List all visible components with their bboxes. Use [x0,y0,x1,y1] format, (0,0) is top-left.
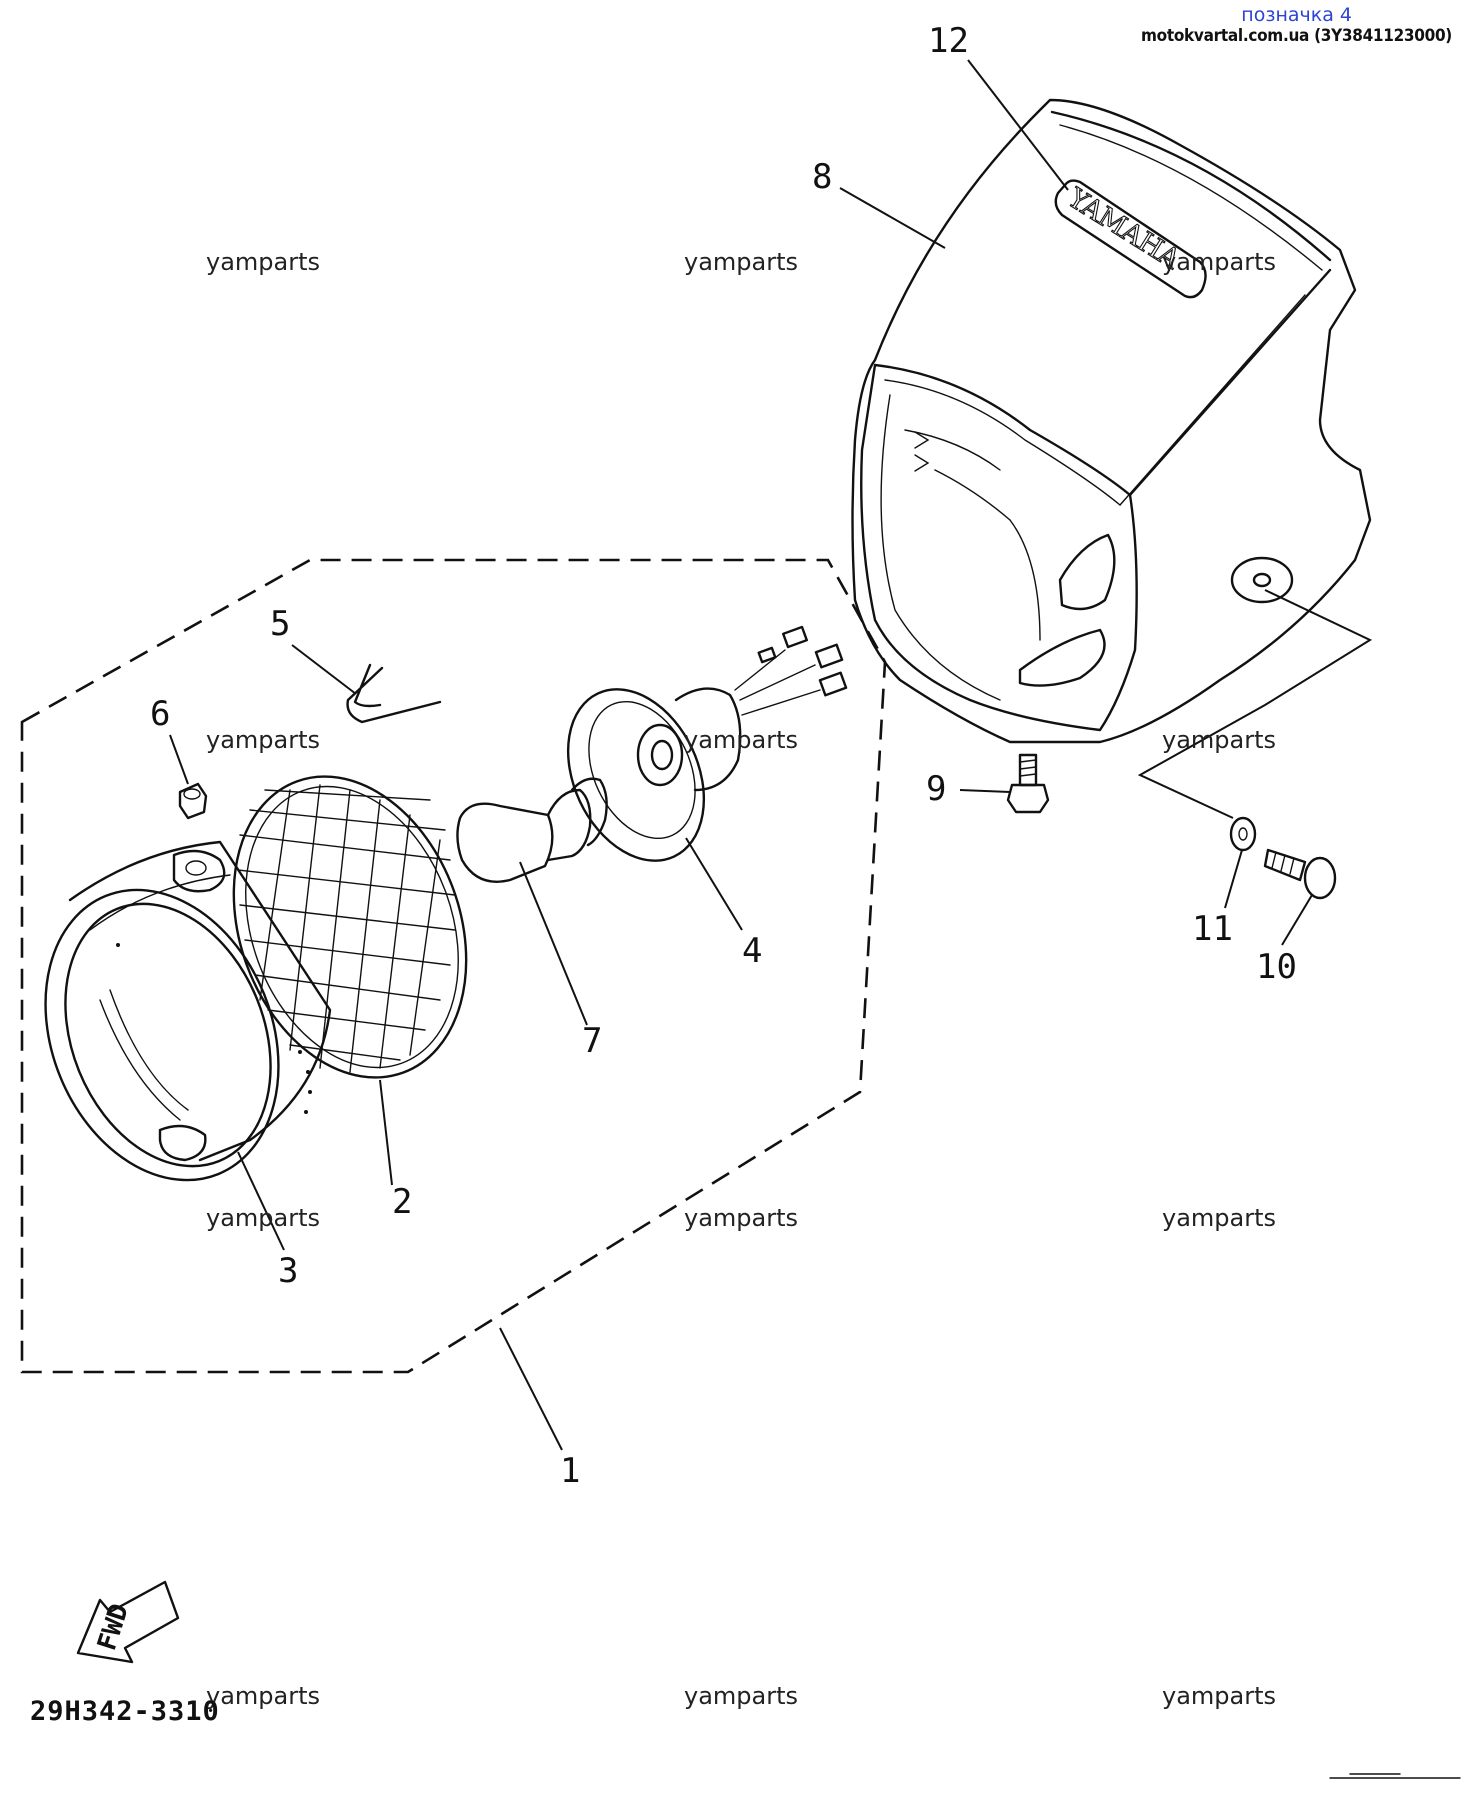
callout-1: 1 [560,1451,580,1491]
watermark: yamparts [1162,726,1276,754]
watermark: yamparts [206,726,320,754]
headlight-cowl-part-8: YAMAHA [851,98,1372,744]
watermark: yamparts [206,1204,320,1232]
headlight-rim-part-3 [44,840,332,1182]
watermark: yamparts [1162,1682,1276,1710]
callout-5: 5 [270,604,290,644]
watermark: yamparts [206,248,320,276]
watermark: yamparts [684,1204,798,1232]
watermarks: yamparts yamparts yamparts yamparts yamp… [206,248,1276,1710]
headlight-lens-part-2 [232,775,468,1079]
forward-direction-arrow: FWD [76,1580,180,1664]
callout-7: 7 [582,1021,602,1061]
edge-mark [1329,1773,1461,1779]
washer-part-11 [1229,816,1257,852]
watermark: yamparts [684,1682,798,1710]
watermark: yamparts [684,726,798,754]
headlight-bulb-part-7 [456,777,608,883]
leader-lines [169,59,1373,1451]
screw-part-10 [1263,848,1337,900]
callout-8: 8 [812,157,832,197]
watermark: yamparts [206,1682,320,1710]
callout-10: 10 [1256,947,1297,987]
callout-numbers: 1 2 3 4 5 6 7 8 9 10 11 12 [150,21,1297,1491]
callout-12: 12 [928,21,969,61]
diagram-code: 29H342-3310 [30,1696,220,1727]
yamaha-emblem-part-12: YAMAHA [1054,179,1207,299]
spring-clip-part-5 [346,663,442,724]
assembly-boundary [20,558,887,1374]
callout-9: 9 [926,769,946,809]
nut-part-6 [178,782,208,820]
callout-4: 4 [742,931,762,971]
callout-2: 2 [392,1182,412,1222]
callout-3: 3 [278,1251,298,1291]
watermark: yamparts [684,248,798,276]
watermark: yamparts [1162,1204,1276,1232]
bolt-part-9 [1006,753,1050,814]
diagram-marker-label: позначка 4 [1241,4,1352,26]
watermark: yamparts [1162,248,1276,276]
callout-11: 11 [1192,909,1233,949]
headlight-socket-part-4 [566,625,848,862]
callout-6: 6 [150,694,170,734]
source-reference: motokvartal.com.ua (3Y3841123000) [1140,26,1452,46]
